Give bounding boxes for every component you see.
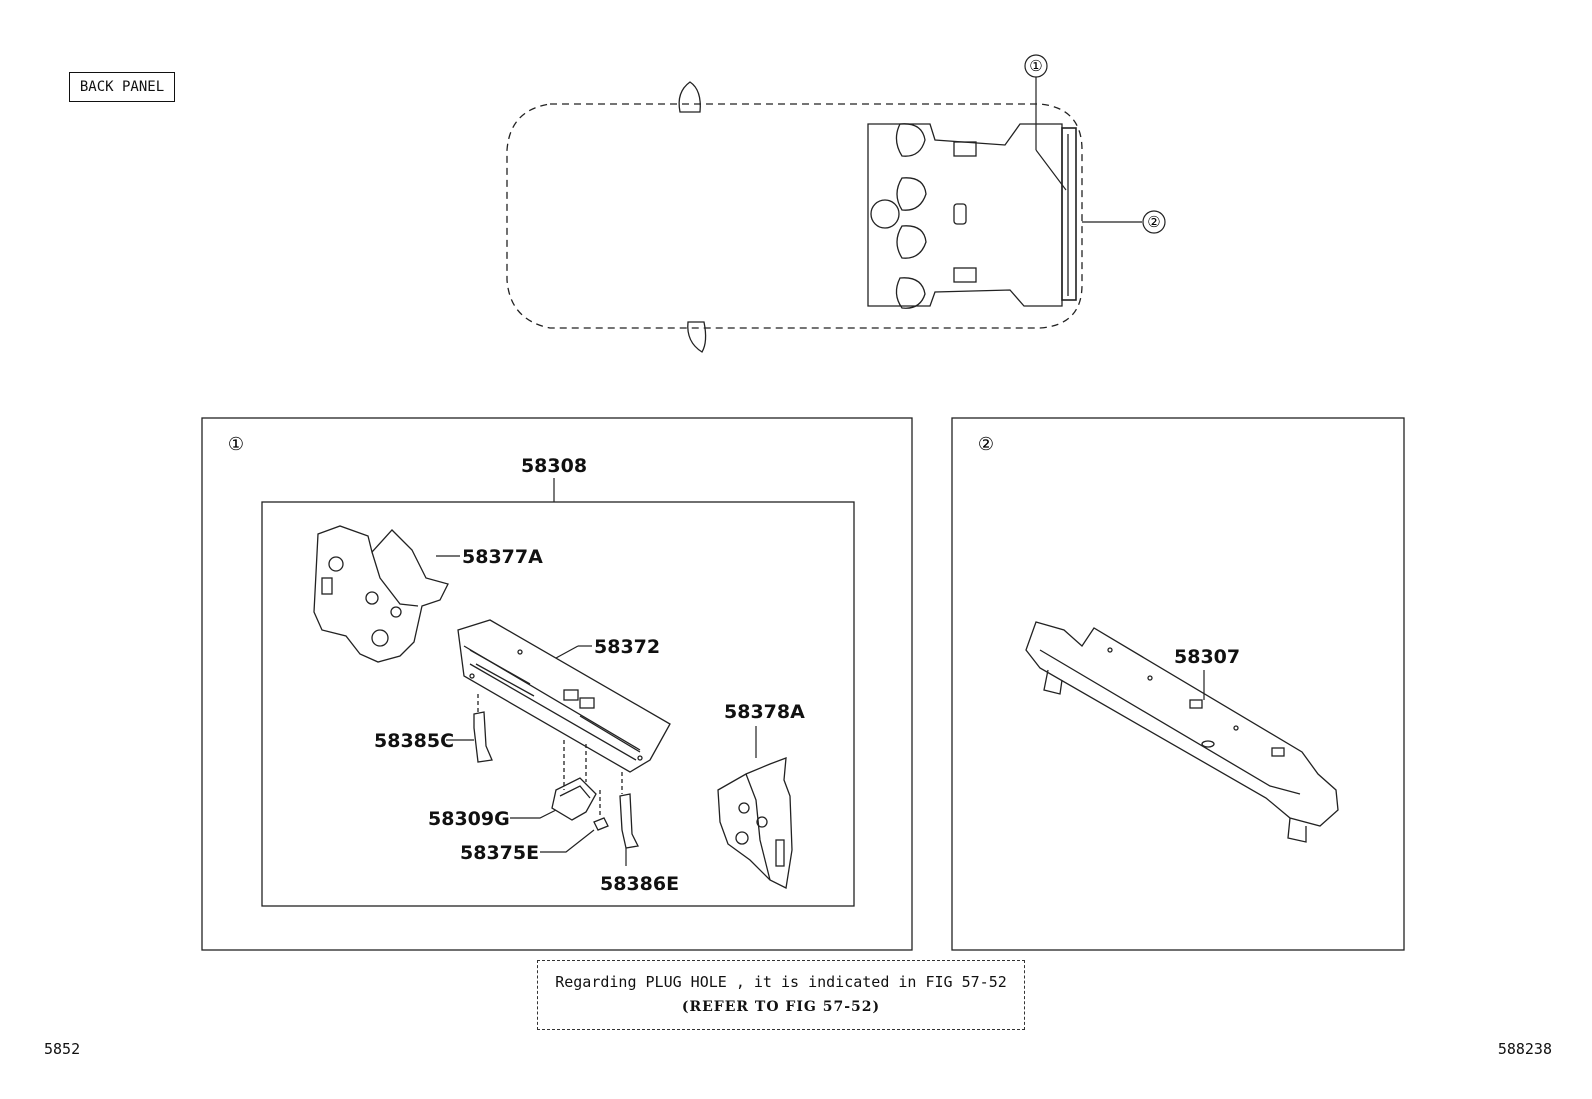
- part-label-58385C: 58385C: [374, 730, 454, 752]
- part-label-58378A: 58378A: [724, 701, 805, 723]
- part-label-58377A: 58377A: [462, 546, 543, 568]
- section-tag: BACK PANEL: [69, 72, 175, 102]
- footer-right-code: 588238: [1497, 1040, 1552, 1058]
- callout-1-label: ①: [1029, 57, 1042, 75]
- callout-2-leader: [1082, 210, 1166, 234]
- part-label-58372: 58372: [594, 636, 660, 658]
- footer-left-code: 5852: [44, 1040, 81, 1058]
- note-line-1: Regarding PLUG HOLE , it is indicated in…: [555, 973, 1007, 991]
- part-58385C-drawing: [473, 694, 493, 763]
- panel-1-index: ①: [228, 434, 244, 455]
- part-label-58386E: 58386E: [600, 873, 679, 895]
- part-58307-drawing: [1025, 621, 1339, 843]
- vehicle-outline: [506, 81, 1083, 353]
- note-line-2: (REFER TO FIG 57-52): [681, 999, 881, 1015]
- part-label-58375E: 58375E: [460, 842, 539, 864]
- panel-2-frame: [951, 417, 1405, 951]
- part-label-58307: 58307: [1174, 646, 1240, 668]
- part-label-58309G: 58309G: [428, 808, 510, 830]
- panel-2-index: ②: [978, 434, 994, 455]
- part-58375E-drawing: [593, 790, 609, 831]
- assembly-number: 58308: [521, 455, 587, 477]
- panel-1-frame: [201, 417, 913, 951]
- part-58386E-drawing: [619, 772, 639, 849]
- callout-2-label: ②: [1147, 213, 1160, 231]
- part-58309G-drawing: [551, 740, 597, 821]
- part-58372-drawing: [457, 619, 671, 773]
- callout-1-leader: [1024, 54, 1067, 191]
- part-58378A-drawing: [717, 757, 793, 889]
- plug-hole-note: Regarding PLUG HOLE , it is indicated in…: [537, 960, 1025, 1030]
- assembly-frame: [261, 501, 855, 907]
- part-58377A-drawing: [313, 525, 449, 663]
